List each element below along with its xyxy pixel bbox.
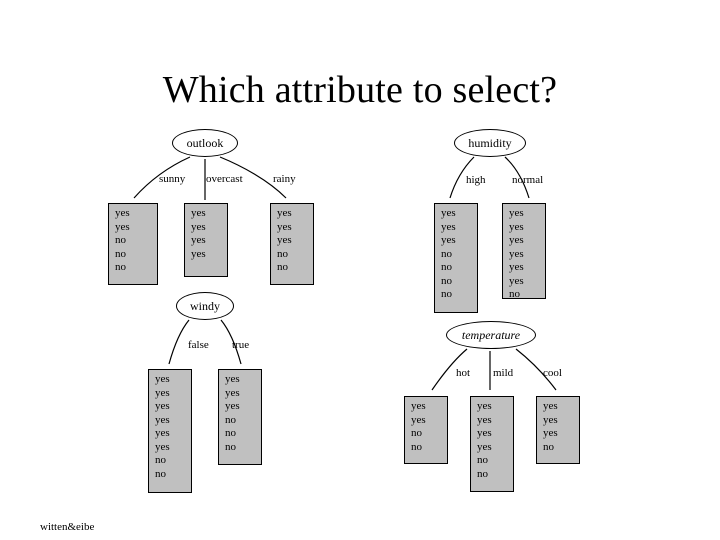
node-windy-label: windy — [190, 298, 220, 313]
leaf-value: no — [115, 247, 126, 260]
page-title: Which attribute to select? — [162, 69, 558, 111]
leaf-value: yes — [191, 220, 206, 233]
leaf-value: no — [115, 261, 126, 273]
leaf-value: yes — [277, 234, 292, 246]
leaf-value: no — [509, 288, 520, 300]
leaf-value: no — [115, 234, 126, 246]
leaf-value: yes — [411, 400, 426, 412]
leaf-value: yes — [155, 400, 170, 412]
leaf-value: no — [543, 440, 554, 453]
leaf-value: yes — [191, 247, 206, 260]
edge-label-humidity-high: high — [466, 174, 486, 186]
leaf-value: no — [225, 427, 236, 439]
leaf-windy-false: yes yes yes yes yes yes no no — [148, 369, 192, 493]
node-outlook[interactable]: outlook — [172, 129, 238, 157]
leaf-value: yes — [477, 400, 492, 412]
leaf-value: yes — [191, 234, 206, 246]
leaf-value: yes — [225, 386, 240, 399]
leaf-value: yes — [477, 427, 492, 439]
leaf-value: no — [155, 454, 166, 466]
leaf-value: no — [441, 247, 452, 260]
leaf-value: yes — [441, 207, 456, 219]
leaf-humidity-high: yes yes yes no no no no — [434, 203, 478, 313]
leaf-value: yes — [277, 207, 292, 219]
leaf-value: yes — [543, 413, 558, 426]
leaf-outlook-rainy: yes yes yes no no — [270, 203, 314, 285]
leaf-value: yes — [441, 234, 456, 246]
leaf-value: yes — [115, 207, 130, 219]
leaf-value: yes — [509, 274, 524, 287]
leaf-value: yes — [277, 220, 292, 233]
node-temperature-label: temperature — [461, 327, 521, 342]
leaf-value: yes — [509, 247, 524, 260]
leaf-value: yes — [509, 207, 524, 219]
edge-label-windy-true: true — [232, 339, 250, 351]
node-humidity[interactable]: humidity — [454, 129, 526, 157]
edge-label-windy-false: false — [188, 339, 209, 351]
edge-label-outlook-overcast: overcast — [206, 173, 243, 185]
leaf-value: no — [411, 427, 422, 439]
leaf-humidity-normal: yes yes yes yes yes yes no — [502, 203, 546, 300]
leaf-value: no — [477, 454, 488, 466]
leaf-value: yes — [411, 413, 426, 426]
node-windy[interactable]: windy — [176, 292, 234, 320]
leaf-value: no — [155, 467, 166, 480]
leaf-value: yes — [543, 427, 558, 439]
leaf-value: yes — [225, 373, 240, 385]
leaf-value: no — [441, 288, 452, 300]
node-outlook-label: outlook — [186, 135, 224, 150]
edge-label-outlook-sunny: sunny — [159, 173, 186, 185]
leaf-value: yes — [191, 207, 206, 219]
leaf-value: no — [477, 467, 488, 480]
leaf-value: yes — [155, 427, 170, 439]
leaf-value: yes — [543, 400, 558, 412]
edge-label-temperature-hot: hot — [456, 367, 471, 379]
leaf-value: no — [277, 261, 288, 273]
leaf-outlook-overcast: yes yes yes yes — [184, 203, 228, 277]
leaf-value: yes — [509, 220, 524, 233]
node-temperature[interactable]: temperature — [446, 321, 536, 349]
leaf-value: yes — [509, 234, 524, 246]
leaf-value: yes — [477, 440, 492, 453]
leaf-value: yes — [477, 413, 492, 426]
leaf-value: yes — [115, 220, 130, 233]
leaf-value: yes — [509, 261, 524, 273]
leaf-value: no — [225, 440, 236, 453]
leaf-temperature-mild: yes yes yes yes no no — [470, 396, 514, 492]
leaf-value: no — [225, 413, 236, 426]
edge-label-outlook-rainy: rainy — [273, 173, 296, 185]
edge-label-temperature-mild: mild — [493, 367, 514, 379]
leaf-outlook-sunny: yes yes no no no — [108, 203, 158, 285]
leaf-value: yes — [225, 400, 240, 412]
leaf-value: yes — [155, 373, 170, 385]
leaf-temperature-cool: yes yes yes no — [536, 396, 580, 464]
leaf-value: no — [441, 274, 452, 287]
node-humidity-label: humidity — [468, 135, 512, 150]
edge-label-temperature-cool: cool — [543, 367, 562, 379]
footer-credit: witten&eibe — [40, 521, 95, 533]
leaf-value: yes — [155, 413, 170, 426]
leaf-windy-true: yes yes yes no no no — [218, 369, 262, 465]
edge-label-humidity-normal: normal — [512, 174, 544, 186]
leaf-value: no — [411, 440, 422, 453]
leaf-value: yes — [441, 220, 456, 233]
leaf-value: no — [277, 247, 288, 260]
leaf-value: no — [441, 261, 452, 273]
leaf-value: yes — [155, 386, 170, 399]
leaf-value: yes — [155, 440, 170, 453]
leaf-temperature-hot: yes yes no no — [404, 396, 448, 464]
